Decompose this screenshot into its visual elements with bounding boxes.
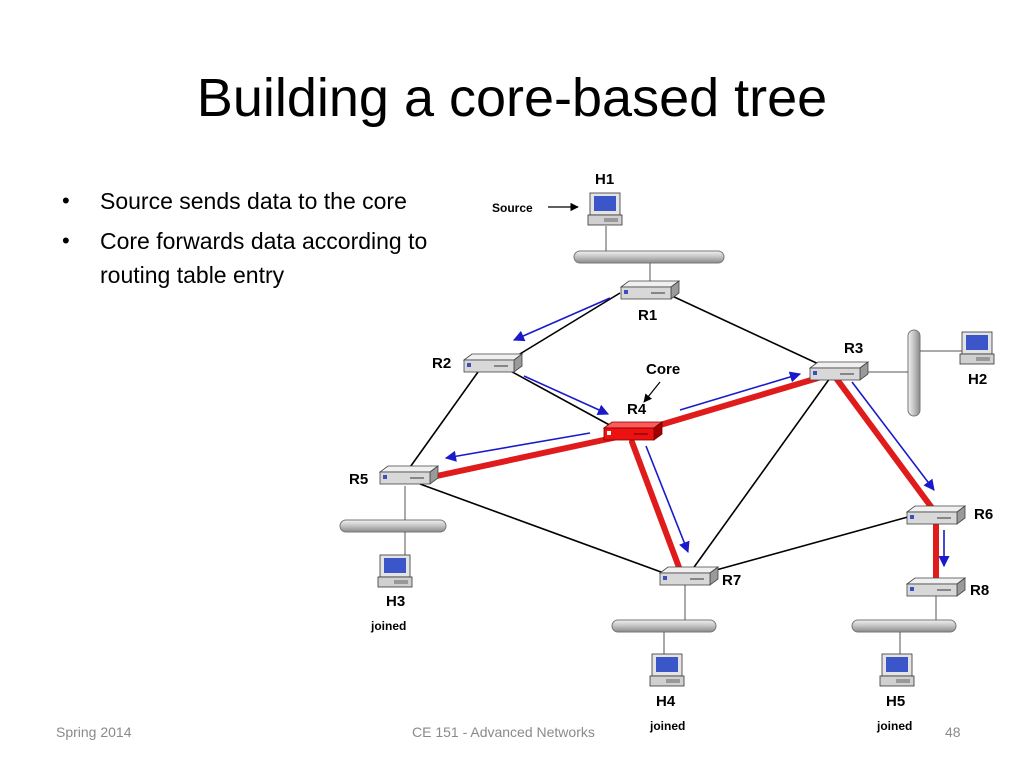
bullet-item: • Core forwards data according to routin… [62,224,482,292]
arrow-r4-to-r7 [645,445,690,554]
core-tree-links [429,375,939,581]
router-label-r7: R7 [722,572,741,589]
core-arrow [643,381,661,403]
footer-page-number: 48 [945,724,961,740]
router-label-r6: R6 [974,506,993,523]
host-label-h3: H3 [386,593,405,610]
bullet-text: Core forwards data according to routing … [100,228,428,288]
router-r6 [905,505,967,525]
lan-h2 [907,329,921,417]
router-label-r1: R1 [638,307,657,324]
arrow-r3-to-r6 [851,381,935,491]
router-label-r2: R2 [432,355,451,372]
diagram-labels: Source Core R1 R2 R3 R4 R5 R6 R7 R8 H1 H… [349,171,993,733]
router-links [407,292,916,577]
host-label-h5: H5 [886,693,905,710]
host-h1-computer-icon [587,192,623,226]
bullet-text: Source sends data to the core [100,188,407,214]
core-label: Core [646,361,680,378]
data-flow-arrows [444,297,950,568]
joined-label-h4: joined [649,719,685,733]
lan-segments [339,250,957,633]
lan-h3 [339,519,447,533]
router-r3 [808,361,870,381]
routers [378,280,967,597]
tree-r4-r7 [629,439,683,573]
bullet-glyph: • [62,228,70,253]
router-r7 [658,566,720,586]
lan-h5 [851,619,957,633]
tree-r3-r6 [833,375,935,511]
source-label: Source [492,201,533,215]
host-h4-computer-icon [649,653,685,687]
bullet-item: • Source sends data to the core [62,184,482,218]
link-r2-r4 [504,367,616,429]
host-label-h1: H1 [595,171,614,188]
lan-h1 [573,250,725,264]
router-label-r8: R8 [970,582,989,599]
footer-date: Spring 2014 [56,724,132,740]
router-r4-core [602,421,664,441]
link-r2-r5 [407,371,479,471]
link-r5-r7 [419,483,673,577]
router-r1 [619,280,681,300]
tree-r4-r3 [647,375,821,431]
router-label-r5: R5 [349,471,368,488]
router-r5 [378,465,440,485]
bullet-glyph: • [62,188,70,213]
hosts [377,192,995,687]
router-label-r3: R3 [844,340,863,357]
lan-h4 [611,619,717,633]
link-r3-r7 [691,377,831,571]
arrow-r4-to-r3 [679,371,802,411]
host-h3-computer-icon [377,554,413,588]
link-r1-r2 [509,292,621,361]
host-h2-computer-icon [959,331,995,365]
joined-label-h3: joined [370,619,406,633]
router-r2 [462,353,524,373]
host-label-h4: H4 [656,693,676,710]
bullet-list: • Source sends data to the core • Core f… [62,184,482,298]
link-r7-r6 [697,514,916,576]
arrow-r2-to-r4 [523,375,610,415]
footer-course: CE 151 - Advanced Networks [412,724,595,740]
joined-label-h5: joined [876,719,912,733]
slide-title: Building a core-based tree [196,68,828,128]
link-r1-r3 [669,294,826,368]
router-label-r4: R4 [627,401,647,418]
arrow-r1-to-r2 [512,297,611,342]
host-h5-computer-icon [879,653,915,687]
router-r8 [905,577,967,597]
arrow-r4-to-r5 [444,432,591,462]
host-label-h2: H2 [968,371,987,388]
tree-r4-r5 [429,433,625,480]
